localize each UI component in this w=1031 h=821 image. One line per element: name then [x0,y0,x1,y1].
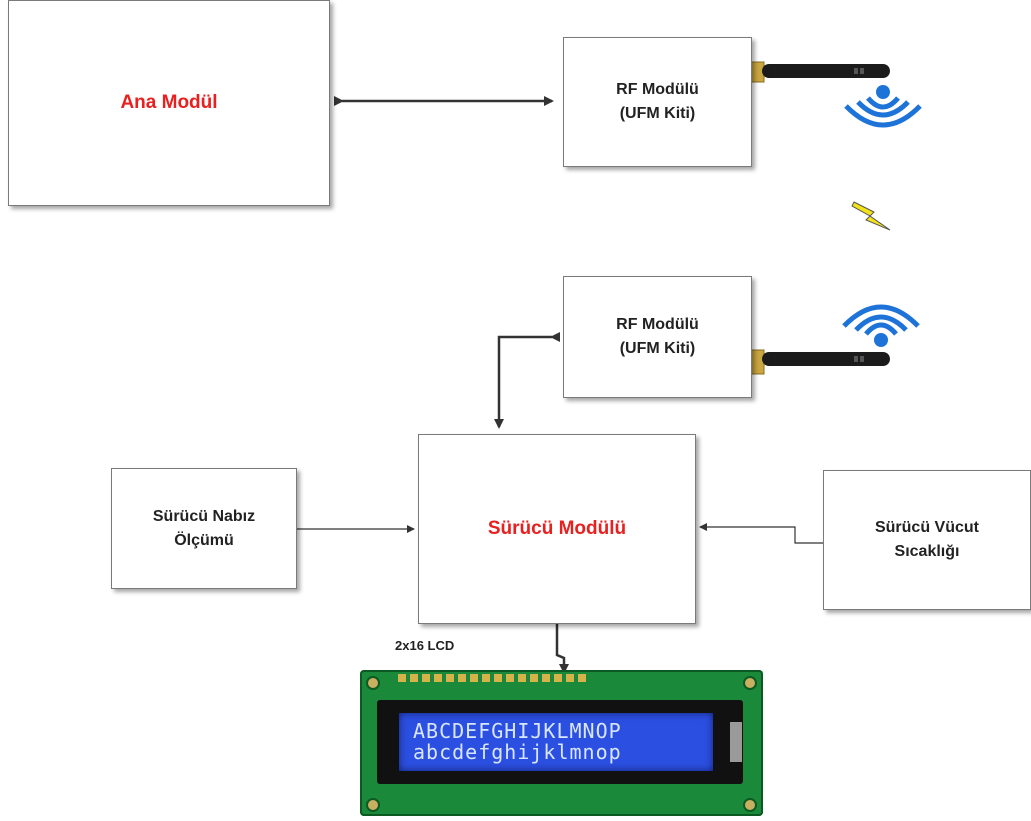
pulse-label-line2: Ölçümü [174,531,234,549]
mounting-hole [366,676,380,690]
ana-module-block: Ana Modül [8,0,330,206]
rf-surucu-link [494,332,560,429]
lcd-row-2: abcdefghijklmnop [413,740,622,764]
rf-module-bottom-block: RF Modülü (UFM Kiti) [563,276,752,398]
surucu-module-block: Sürücü Modülü [418,434,696,624]
rf-module-top-block: RF Modülü (UFM Kiti) [563,37,752,167]
pulse-label-line1: Sürücü Nabız [152,507,256,525]
mounting-hole [743,676,757,690]
lcd-pin-header [398,674,586,682]
antenna-icon [749,349,890,375]
mounting-hole [743,798,757,812]
pulse-measurement-block: Sürücü Nabız Ölçümü [111,468,297,589]
rf-module-subtitle: (UFM Kiti) [619,340,696,357]
wifi-signal-icon [842,304,920,347]
mounting-hole [366,798,380,812]
lcd-side-connector [730,722,742,762]
lcd-screen: ABCDEFGHIJKLMNOP abcdefghijklmnop [399,713,713,771]
surucu-lcd-link [555,624,569,674]
lcd-row-1: ABCDEFGHIJKLMNOP [413,719,622,743]
wifi-signal-icon [844,85,922,128]
rf-module-title: RF Modülü [616,316,699,333]
temperature-label-line1: Sürücü Vücut [874,519,979,536]
antenna-icon [749,61,890,83]
vucut-surucu-link [699,523,823,544]
body-temperature-block: Sürücü Vücut Sıcaklığı [823,470,1031,610]
ana-module-label: Ana Modül [120,92,218,113]
rf-module-title: RF Modülü [616,81,699,98]
lcd-label: 2x16 LCD [395,638,455,653]
rf-module-subtitle: (UFM Kiti) [619,105,696,122]
surucu-module-label: Sürücü Modülü [487,518,627,539]
temperature-label-line2: Sıcaklığı [894,543,960,560]
lcd-display: ABCDEFGHIJKLMNOP abcdefghijklmnop [360,670,763,816]
lcd-bezel: ABCDEFGHIJKLMNOP abcdefghijklmnop [377,700,743,784]
lightning-icon [851,201,891,231]
